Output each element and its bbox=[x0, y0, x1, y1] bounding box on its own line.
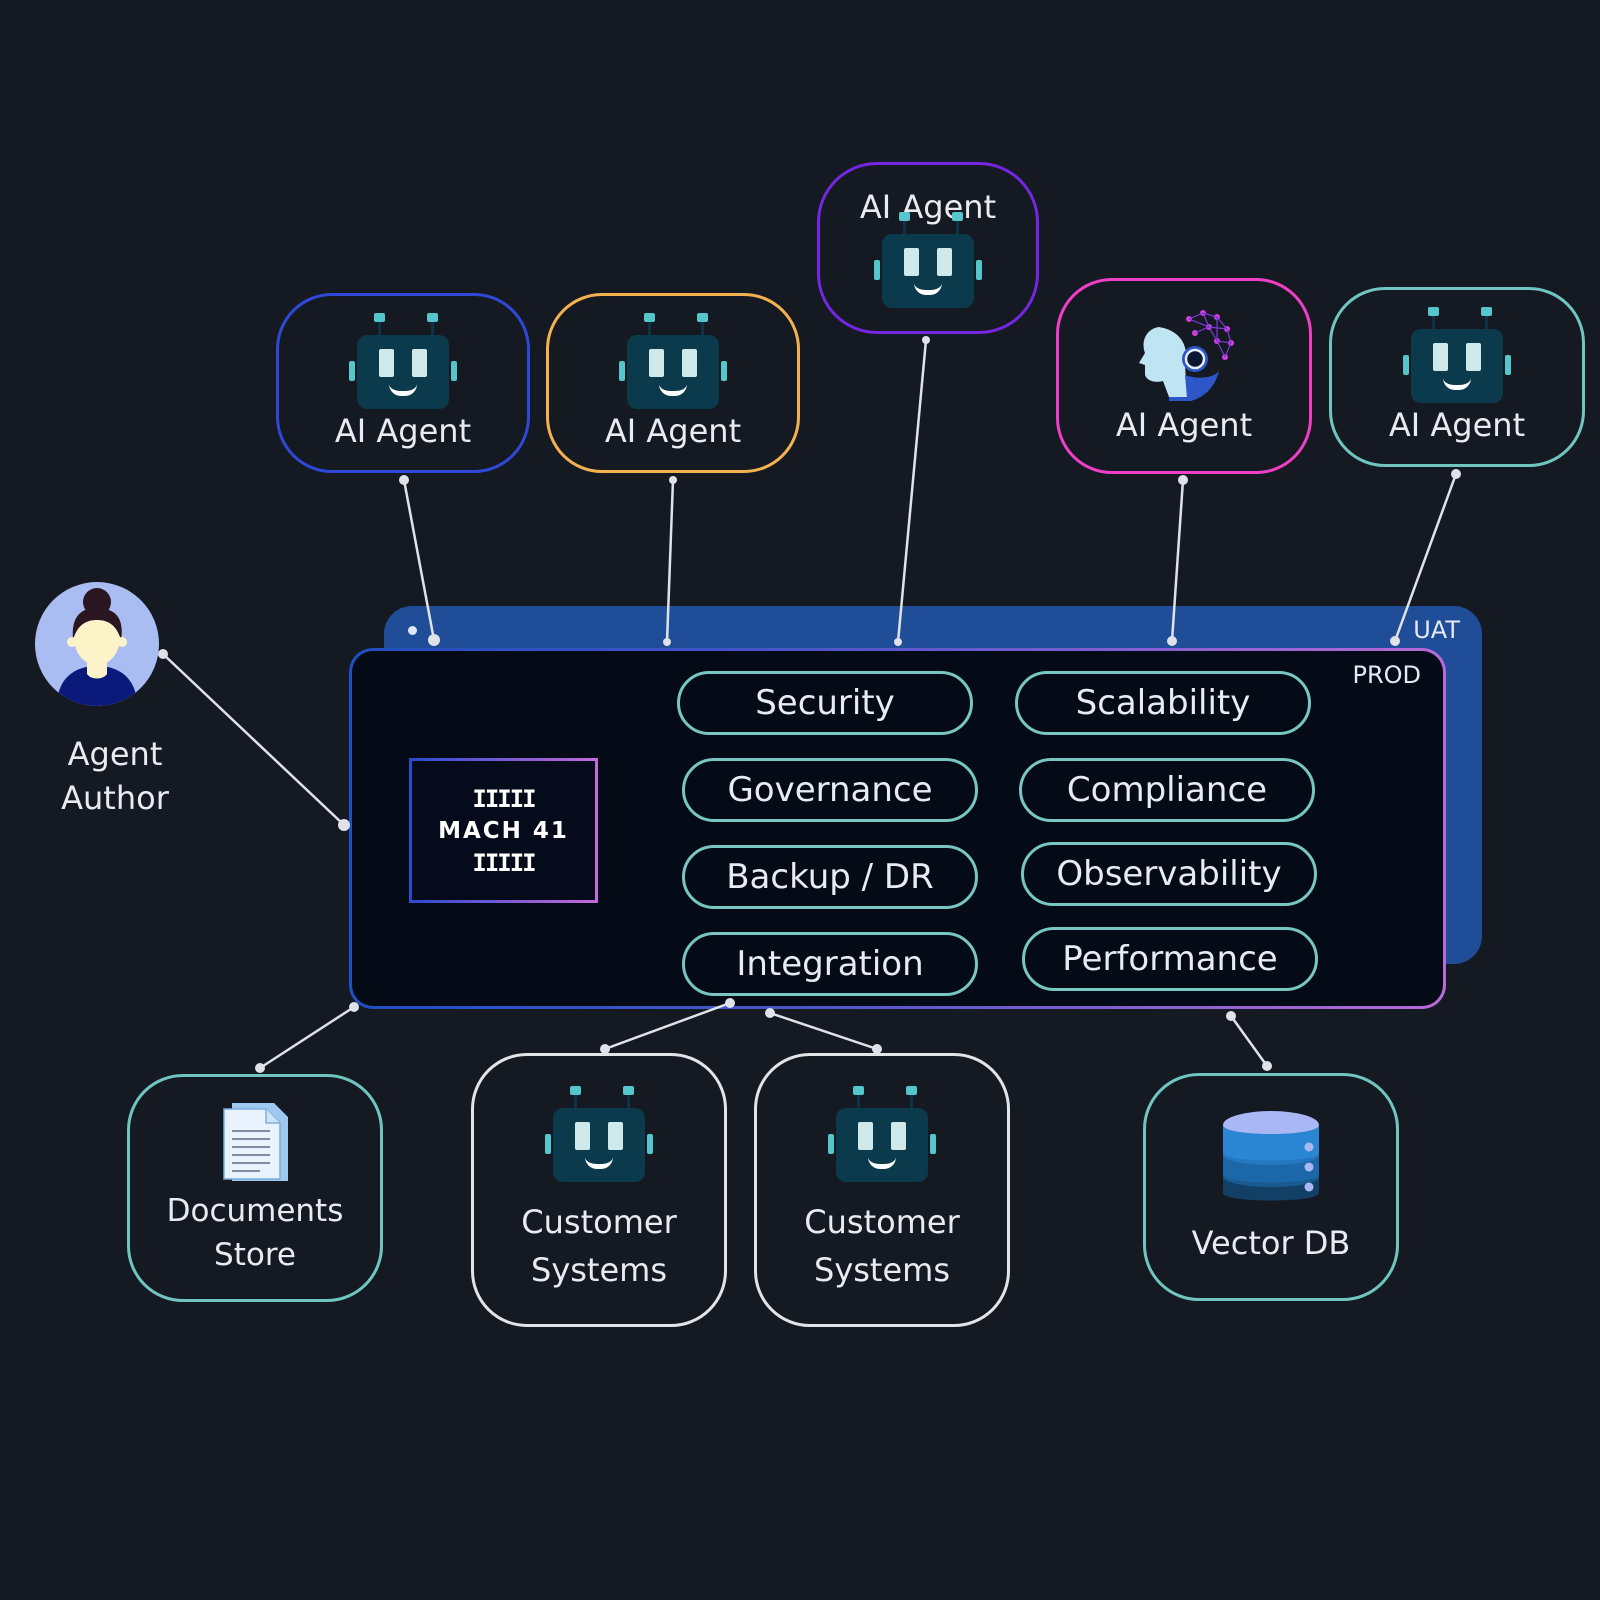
wire-endpoint bbox=[922, 336, 930, 344]
document-icon bbox=[223, 1103, 288, 1181]
documents-store-line2: Store bbox=[214, 1237, 296, 1273]
customer-systems-node-1: Customer Systems bbox=[471, 1053, 727, 1327]
capability-compliance: Compliance bbox=[1019, 758, 1315, 822]
wire-agent-3 bbox=[896, 339, 928, 643]
robot-icon bbox=[349, 313, 457, 409]
prod-label: PROD bbox=[1352, 661, 1421, 689]
wire-endpoint bbox=[255, 1063, 265, 1073]
vector-db-label: Vector DB bbox=[1191, 1224, 1351, 1262]
person-avatar-icon bbox=[35, 582, 159, 706]
prod-environment: PROD IIIII MACH 41 IIIII Security Govern… bbox=[349, 648, 1446, 1009]
documents-store-label: Documents Store bbox=[167, 1189, 344, 1277]
documents-store-node: Documents Store bbox=[127, 1074, 383, 1302]
uat-dot bbox=[408, 626, 417, 635]
wire-endpoint bbox=[1226, 1011, 1236, 1021]
wire-endpoint bbox=[158, 649, 168, 659]
wire-customer-2 bbox=[769, 1011, 878, 1051]
robot-icon bbox=[874, 212, 982, 308]
capability-security: Security bbox=[677, 671, 973, 735]
robot-icon bbox=[619, 313, 727, 409]
robot-icon bbox=[828, 1086, 936, 1182]
ai-agent-label: AI Agent bbox=[604, 412, 742, 450]
robot-icon bbox=[1403, 307, 1511, 403]
wire-endpoint bbox=[1178, 475, 1188, 485]
ai-agent-label: AI Agent bbox=[334, 412, 472, 450]
ai-agent-node-1: AI Agent bbox=[276, 293, 530, 473]
wire-endpoint bbox=[765, 1008, 775, 1018]
agent-author-label: Agent Author bbox=[30, 732, 200, 820]
ai-agent-node-4: AI Agent bbox=[1056, 278, 1312, 474]
customer-systems-label: Customer Systems bbox=[804, 1198, 959, 1294]
wire-endpoint bbox=[669, 476, 677, 484]
ai-agent-node-2: AI Agent bbox=[546, 293, 800, 473]
ai-agent-label: AI Agent bbox=[1115, 406, 1253, 444]
customer-systems-label: Customer Systems bbox=[521, 1198, 676, 1294]
robot-icon bbox=[545, 1086, 653, 1182]
mach41-logo: IIIII MACH 41 IIIII bbox=[409, 758, 598, 903]
documents-store-line1: Documents bbox=[166, 1193, 344, 1229]
capability-integration: Integration bbox=[682, 932, 978, 996]
wire-endpoint bbox=[1451, 469, 1461, 479]
agent-author-line2: Author bbox=[61, 779, 169, 817]
customer-systems-line1: Customer bbox=[521, 1203, 677, 1241]
wire-documents bbox=[259, 1005, 355, 1070]
logo-bars-top: IIIII bbox=[472, 784, 536, 813]
vector-db-node: Vector DB bbox=[1143, 1073, 1399, 1301]
agent-author-line1: Agent bbox=[67, 735, 163, 773]
wire-endpoint bbox=[399, 475, 409, 485]
ai-agent-node-5: AI Agent bbox=[1329, 287, 1585, 467]
wire-customer-1 bbox=[604, 1001, 731, 1051]
customer-systems-line2: Systems bbox=[531, 1251, 667, 1289]
capability-observability: Observability bbox=[1021, 842, 1317, 906]
wire-endpoint bbox=[1262, 1061, 1272, 1071]
customer-systems-line2: Systems bbox=[814, 1251, 950, 1289]
wire-vector-db bbox=[1229, 1015, 1269, 1067]
ai-agent-label: AI Agent bbox=[859, 188, 997, 226]
ai-agent-label: AI Agent bbox=[1388, 406, 1526, 444]
logo-bars-bottom: IIIII bbox=[472, 848, 536, 877]
ai-head-icon bbox=[1139, 310, 1234, 401]
customer-systems-node-2: Customer Systems bbox=[754, 1053, 1010, 1327]
capability-performance: Performance bbox=[1022, 927, 1318, 991]
capability-governance: Governance bbox=[682, 758, 978, 822]
logo-name: MACH 41 bbox=[438, 817, 569, 844]
database-icon bbox=[1223, 1111, 1319, 1201]
capability-backup-dr: Backup / DR bbox=[682, 845, 978, 909]
capability-scalability: Scalability bbox=[1015, 671, 1311, 735]
customer-systems-line1: Customer bbox=[804, 1203, 960, 1241]
ai-agent-node-3: AI Agent bbox=[817, 162, 1039, 334]
uat-label: UAT bbox=[1413, 616, 1460, 644]
